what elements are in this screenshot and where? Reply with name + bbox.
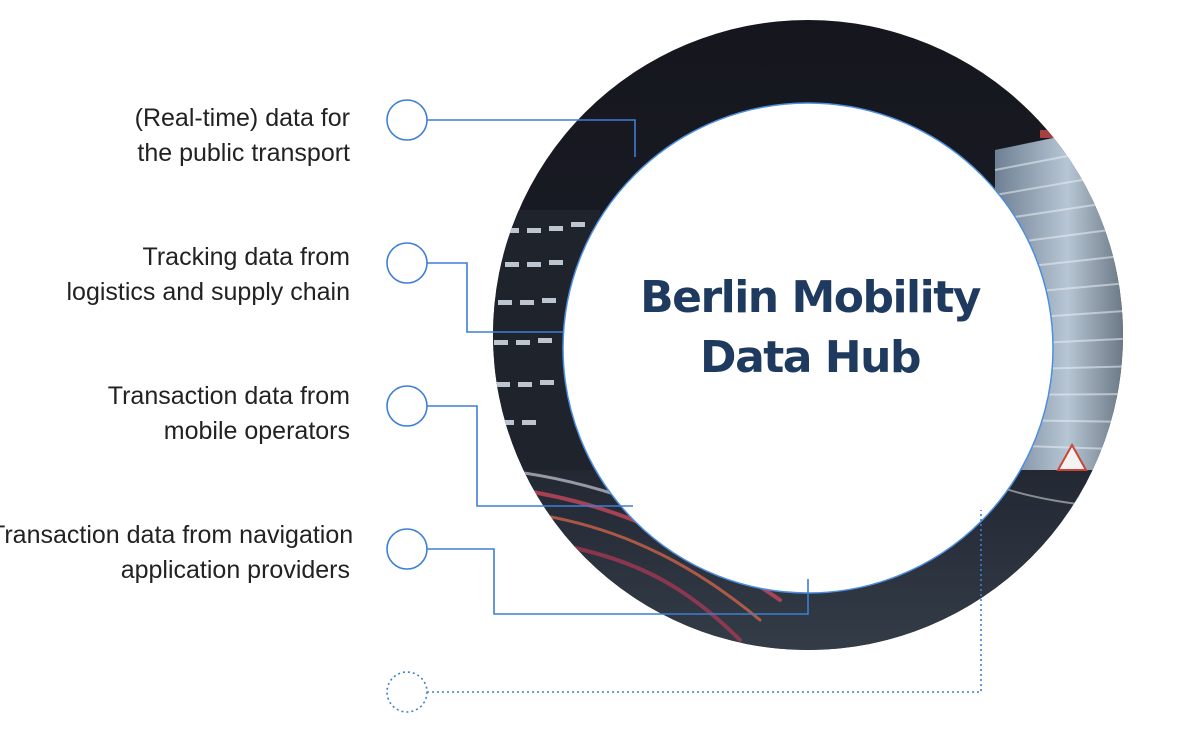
connector-line-1: [427, 119, 636, 157]
node-circle-4: [386, 528, 428, 570]
hub-title-line2: Data Hub: [700, 332, 921, 383]
node-circle-3: [386, 385, 428, 427]
source-label-2: Tracking data from logistics and supply …: [0, 240, 351, 310]
connector-line-3: [427, 405, 633, 507]
connector-line-4: [427, 548, 809, 615]
source-label-4-line1: Transaction data from navigation: [0, 521, 354, 549]
source-label-3: Transaction data from mobile operators: [0, 379, 350, 449]
source-label-1: (Real-time) data for the public transpor…: [0, 101, 350, 171]
source-label-2-line1: Tracking data from: [142, 243, 350, 271]
node-circle-1: [386, 99, 428, 141]
source-label-4-line2: application providers: [120, 556, 350, 584]
connector-line-2: [427, 262, 563, 333]
connectors: [386, 99, 982, 713]
source-label-1-line2: the public transport: [137, 139, 350, 167]
source-label-1-line1: (Real-time) data for: [134, 104, 350, 132]
connector-line-5: [427, 510, 982, 693]
hub-title: Berlin Mobility Data Hub: [605, 268, 1015, 388]
node-circle-2: [386, 242, 428, 284]
node-circle-5: [386, 671, 428, 713]
source-label-3-line2: mobile operators: [163, 417, 350, 445]
road-sign: [1056, 442, 1088, 471]
source-label-3-line1: Transaction data from: [107, 382, 350, 410]
source-label-2-line2: logistics and supply chain: [66, 278, 351, 306]
hub-title-line1: Berlin Mobility: [640, 272, 981, 323]
source-label-4: Transaction data from navigation applica…: [0, 518, 354, 588]
